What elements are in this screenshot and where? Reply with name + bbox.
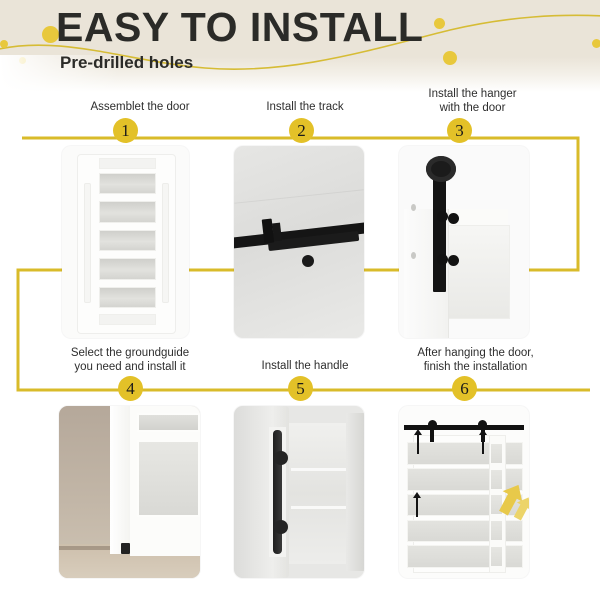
- door-rail-bottom: [99, 313, 156, 325]
- step-image-6[interactable]: [399, 406, 529, 578]
- hanger-bolt: [436, 211, 448, 223]
- callout-pointer: [479, 428, 488, 454]
- predrilled-hole: [410, 251, 416, 259]
- track-bolt: [301, 255, 314, 268]
- callout-pointer: [414, 428, 423, 454]
- step-label-6: After hanging the door, finish the insta…: [417, 347, 534, 373]
- direction-arrow: [514, 497, 529, 521]
- roller-wheel: [426, 155, 457, 182]
- decorative-dot: [592, 39, 600, 48]
- roller-wheel: [427, 419, 437, 429]
- predrilled-hole: [410, 203, 416, 211]
- glass-panel: [136, 412, 200, 433]
- glass-panel: [448, 224, 511, 319]
- glass-panel: [99, 201, 156, 223]
- step-label-4: Select the groundguide you need and inst…: [70, 347, 190, 373]
- step-image-3[interactable]: [399, 146, 529, 338]
- glass-panel: [490, 469, 503, 489]
- page-subtitle: Pre-drilled holes: [60, 53, 194, 72]
- hanger-bolt: [448, 255, 460, 267]
- door-frame-top: [448, 209, 509, 225]
- step-image-5[interactable]: [234, 406, 364, 578]
- step-badge-5: 5: [288, 376, 313, 401]
- glass-divider: [291, 505, 346, 509]
- page-title: EASY TO INSTALL: [56, 4, 424, 50]
- step-label-2: Install the track: [266, 101, 344, 113]
- step-badge-3: 3: [447, 118, 472, 143]
- glass-panel: [490, 495, 503, 515]
- step-badge-4: 4: [118, 376, 143, 401]
- decorative-dot: [443, 51, 457, 65]
- step-image-4[interactable]: [59, 406, 200, 578]
- step-label-3: Install the hanger with the door: [428, 88, 517, 114]
- step-label-1: Assemblet the door: [90, 101, 190, 113]
- glass-panel: [99, 172, 156, 195]
- door-jamb: [109, 406, 133, 554]
- roller-wheel: [478, 419, 488, 429]
- step-badge-6: 6: [452, 376, 477, 401]
- glass-panel: [490, 547, 503, 566]
- track-rail: [404, 424, 524, 430]
- glass-panel: [99, 286, 156, 309]
- hanger-bolt: [436, 253, 448, 265]
- handle-mount: [274, 450, 289, 465]
- glass-panel: [136, 440, 200, 517]
- step-image-1[interactable]: [62, 146, 189, 338]
- door-inner-panel: [288, 423, 349, 565]
- callout-pointer: [412, 492, 421, 518]
- step-label-5: Install the handle: [261, 360, 349, 372]
- decorative-dot: [0, 40, 8, 48]
- handle-mount: [274, 519, 289, 534]
- step-badge-2: 2: [289, 118, 314, 143]
- glass-divider: [291, 467, 346, 471]
- step-image-2[interactable]: [234, 146, 364, 338]
- header-banner: EASY TO INSTALL Pre-drilled holes: [0, 0, 600, 92]
- hanger-bolt: [448, 213, 460, 225]
- decorative-dot: [434, 18, 445, 29]
- glass-panel: [490, 443, 503, 463]
- door-rail-top: [99, 158, 156, 170]
- hanger-strap: [430, 424, 435, 442]
- direction-arrow: [498, 484, 522, 516]
- header-fade: [0, 55, 120, 92]
- glass-panel: [99, 258, 156, 280]
- step-badge-1: 1: [113, 118, 138, 143]
- glass-panel: [99, 229, 156, 252]
- glass-panel: [490, 521, 503, 541]
- door-stile-right: [161, 183, 169, 304]
- door-edge: [345, 412, 364, 572]
- floor-guide: [121, 542, 131, 554]
- door-handle: [273, 430, 282, 554]
- door-stile-left: [84, 183, 92, 304]
- decorative-dot: [42, 26, 59, 43]
- door-panel: [77, 153, 176, 335]
